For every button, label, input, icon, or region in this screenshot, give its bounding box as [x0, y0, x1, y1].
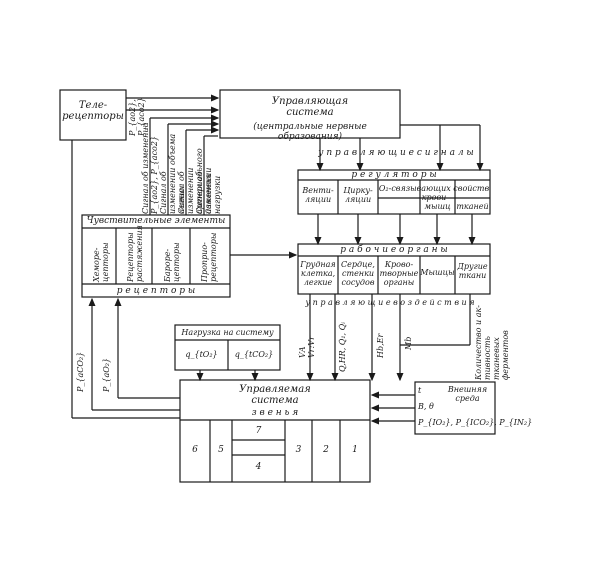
regulator-tissues: тканей: [456, 202, 489, 211]
regulators-title: р е г у л я т о р ы: [351, 170, 437, 180]
chemoreceptors-label: Хеморе- цепторы: [92, 242, 110, 282]
control-system-subtitle: (центральные нервные образования): [253, 122, 367, 142]
regulator-o2-binding: O₂-связывающих свойств крови: [378, 184, 490, 202]
regulator-circulation: Цирку- ляции: [343, 186, 373, 204]
feedback-pao2: P_{aO₂}: [102, 357, 111, 392]
stretch-receptors-label: Рецепторы растяжения: [126, 225, 144, 282]
control-system-box: [219, 89, 401, 139]
telereceptors-label: Теле- рецепторы: [62, 100, 124, 122]
links-label: з в е н ь я: [251, 408, 299, 418]
organ-muscles: Мышцы: [420, 268, 455, 277]
regulator-muscles: мышц: [424, 202, 451, 211]
link-2: 2: [323, 445, 329, 455]
impact-myoglobin: Mb: [404, 336, 413, 350]
control-impacts-label: у п р а в л я ю щ и е в о з д е й с т в …: [305, 298, 475, 307]
regulators-box: [297, 169, 491, 215]
load-co2: q_{tCO₂}: [234, 350, 274, 359]
baroreceptors-label: Барорe- цепторы: [163, 242, 181, 282]
link-7: 7: [255, 426, 262, 436]
working-organs-box: [297, 243, 491, 295]
link-3: 3: [295, 445, 302, 455]
control-signals-label: у п р а в л я ю щ и е с и г н а л ы: [318, 148, 474, 158]
load-o2: q_{tO₂}: [185, 350, 218, 359]
link-5: 5: [218, 445, 224, 455]
signal-pao2: Сигнал об изменении P_{ao2}, P_{aco2}: [141, 122, 159, 214]
environment-gases: P_{IO₂}, P_{ICO₂}, P_{IN₂}: [418, 418, 533, 427]
sensitive-elements-title: Чувствительные элементы: [86, 216, 226, 226]
regulator-ventilation: Венти- ляции: [302, 186, 334, 204]
impact-circulation: Q,HR, Q̇₁, Q̇ᵢ: [338, 322, 347, 372]
environment-title: Внешняя среда: [447, 385, 488, 403]
impact-enzymes: Количество и ак- тивность тканевых ферме…: [474, 305, 510, 380]
sensitive-elements-box: [81, 214, 231, 298]
controlled-system-box: [179, 379, 371, 483]
proprioreceptors-label: Проприо- рецепторы: [200, 232, 218, 282]
organ-hematopoietic: Крово- творные органы: [379, 260, 419, 287]
environment-pressure: B, θ: [418, 402, 434, 411]
working-organs-title: р а б о ч и е о р г а н ы: [340, 245, 448, 255]
organ-other-tissues: Другие ткани: [457, 262, 488, 280]
receptors-label: р е ц е п т о р ы: [116, 286, 196, 296]
signal-load: Сигнал об изменении нагрузки: [195, 167, 222, 214]
impact-hemoglobin: Hb,Er: [376, 333, 385, 358]
feedback-paco2: P_{aCO₂}: [76, 351, 85, 392]
link-6: 6: [192, 445, 198, 455]
organ-chest-lungs: Грудная клетка, легкие: [300, 260, 336, 287]
environment-temp: t: [418, 386, 422, 395]
control-system-title: Управляющая система: [271, 96, 349, 118]
organ-heart-vessels: Сердце, стенки сосудов: [341, 260, 375, 287]
impact-ventilation: V̇A Vr:Vr: [298, 336, 316, 358]
load-title: Нагрузка на систему: [181, 328, 274, 337]
controlled-system-title: Управляемая система: [239, 384, 311, 406]
link-1: 1: [352, 445, 358, 455]
telereceptors-box: [59, 89, 127, 141]
link-4: 4: [255, 462, 262, 472]
